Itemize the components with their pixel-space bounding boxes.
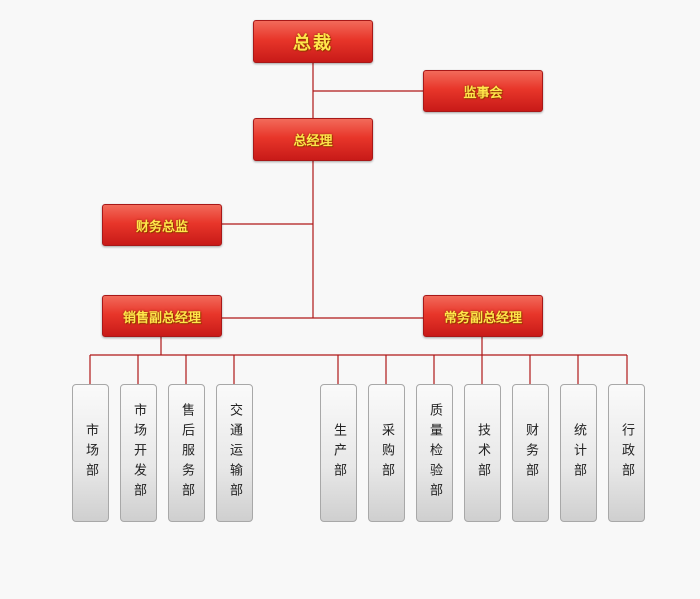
general-manager-node: 总经理 xyxy=(253,118,373,161)
dept-label: 质量检验部 xyxy=(427,403,442,503)
sales-vp-node: 销售副总经理 xyxy=(102,295,222,337)
general-manager-label: 总经理 xyxy=(293,134,333,149)
operations-vp-node: 常务副总经理 xyxy=(423,295,543,337)
dept-label: 售后服务部 xyxy=(179,403,194,503)
dept-quality-inspection: 质量检验部 xyxy=(416,384,453,522)
operations-vp-label: 常务副总经理 xyxy=(443,310,522,326)
finance-director-label: 财务总监 xyxy=(135,219,188,235)
dept-administration: 行政部 xyxy=(608,384,645,522)
dept-label: 财务部 xyxy=(523,423,538,483)
dept-finance: 财务部 xyxy=(512,384,549,522)
dept-after-sales-service: 售后服务部 xyxy=(168,384,205,522)
dept-label: 行政部 xyxy=(619,423,634,483)
dept-market: 市场部 xyxy=(72,384,109,522)
dept-purchasing: 采购部 xyxy=(368,384,405,522)
supervisory-board-label: 监事会 xyxy=(463,85,503,101)
dept-technology: 技术部 xyxy=(464,384,501,522)
ceo-node: 总裁 xyxy=(253,20,373,63)
supervisory-board-node: 监事会 xyxy=(423,70,543,112)
sales-vp-label: 销售副总经理 xyxy=(122,310,201,326)
dept-transportation: 交通运输部 xyxy=(216,384,253,522)
dept-label: 采购部 xyxy=(379,423,394,483)
dept-label: 生产部 xyxy=(331,423,346,483)
ceo-label: 总裁 xyxy=(293,32,333,54)
dept-label: 交通运输部 xyxy=(227,403,242,503)
finance-director-node: 财务总监 xyxy=(102,204,222,246)
dept-statistics: 统计部 xyxy=(560,384,597,522)
dept-label: 技术部 xyxy=(475,423,490,483)
dept-label: 统计部 xyxy=(571,423,586,483)
dept-market-development: 市场开发部 xyxy=(120,384,157,522)
dept-label: 市场部 xyxy=(83,423,98,483)
dept-label: 市场开发部 xyxy=(131,403,146,503)
dept-production: 生产部 xyxy=(320,384,357,522)
